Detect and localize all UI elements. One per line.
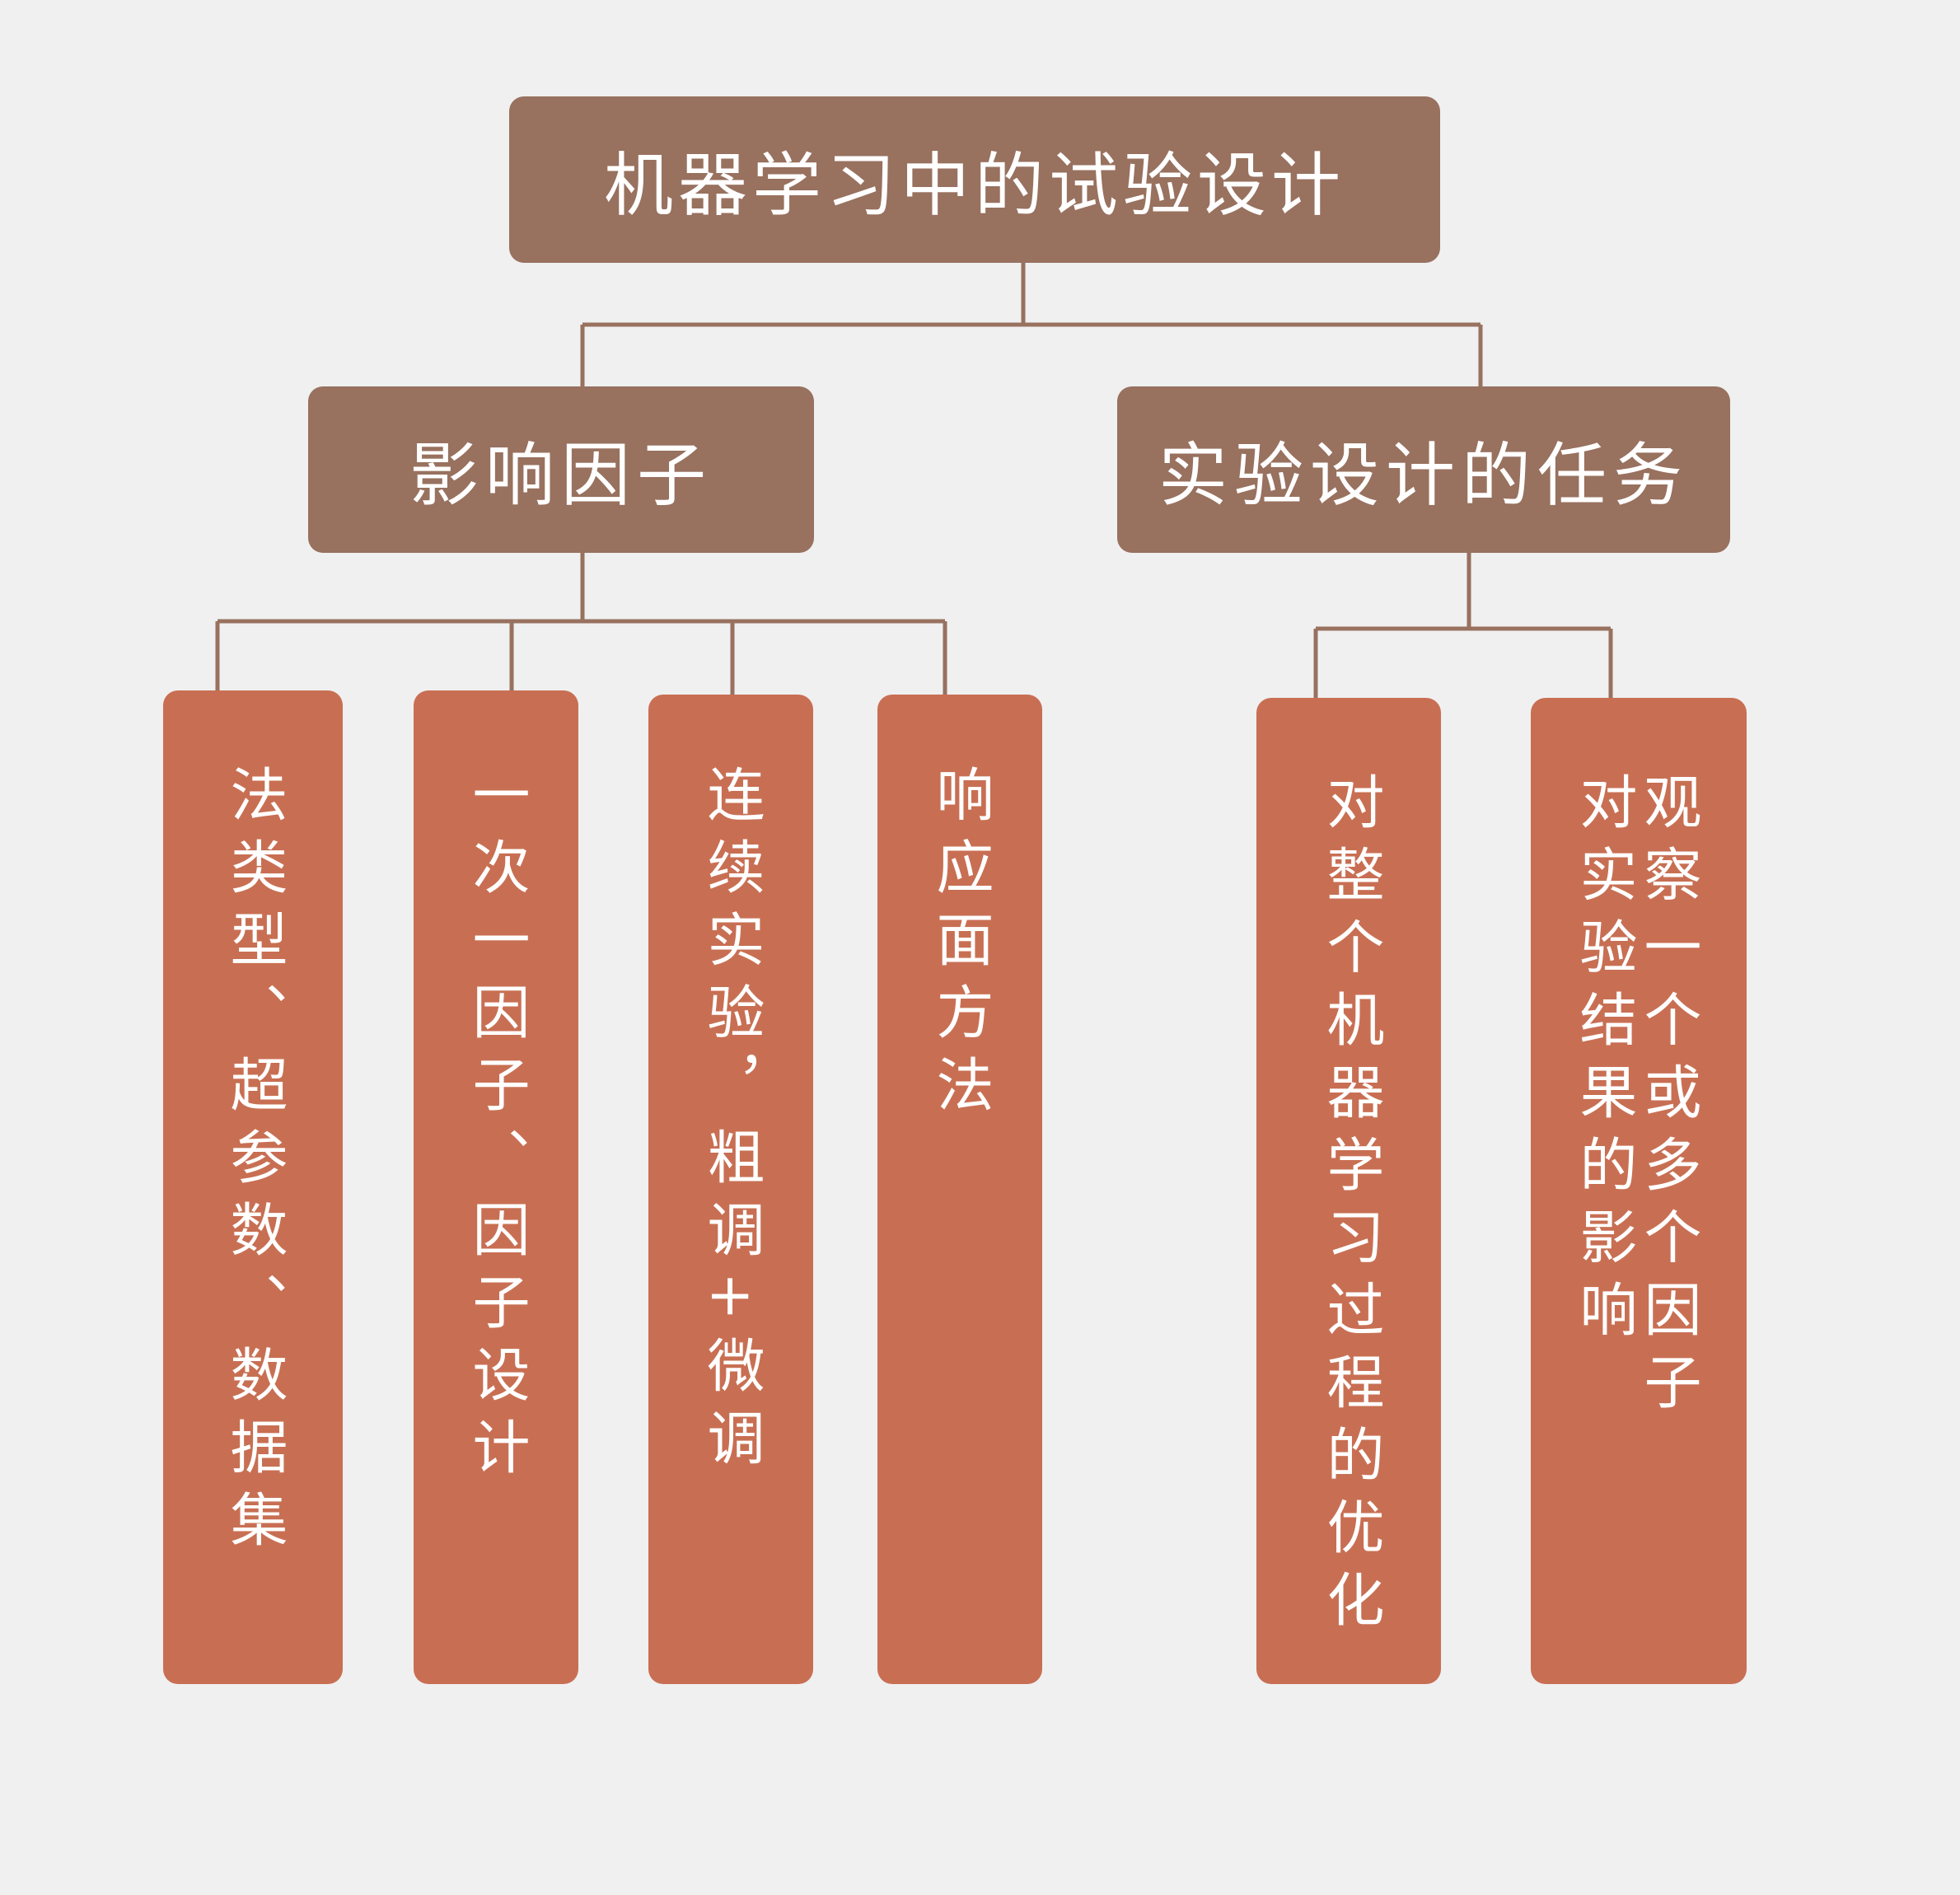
- branch-influence-factors: 影响因子: [308, 386, 814, 553]
- leaf-text: 法类型、超参数、数据集: [221, 765, 288, 1562]
- leaf-response-surface: 响应面方法: [877, 695, 1042, 1684]
- root-node: 机器学习中的试验设计: [509, 96, 1440, 263]
- leaf-text: 连续实验，粗调+微调: [698, 765, 765, 1481]
- connector-influence: [215, 553, 947, 702]
- leaf-text: 对整个机器学习过程的优化: [1317, 772, 1385, 1642]
- leaf-process-optimization: 对整个机器学习过程的优化: [1256, 698, 1441, 1684]
- leaf-factor-effects: 观察一个或多个因子 对实验结果的影响: [1531, 698, 1747, 1684]
- leaf-text: 观察一个或多个因子 对实验结果的影响: [1570, 772, 1702, 1425]
- leaf-continuous-experiments: 连续实验，粗调+微调: [648, 695, 813, 1684]
- root-title: 机器学习中的试验设计: [603, 144, 1345, 226]
- leaf-method-types: 法类型、超参数、数据集: [163, 690, 343, 1684]
- leaf-one-factor: 一次一因子、因子设计: [414, 690, 578, 1684]
- branch-experiment-tasks: 实验设计的任务: [1117, 386, 1730, 553]
- leaf-text: 响应面方法: [927, 765, 994, 1127]
- connector-root: [580, 263, 1483, 386]
- leaf-text: 一次一因子、因子设计: [463, 765, 531, 1490]
- branch-title: 影响因子: [409, 434, 713, 516]
- branch-title: 实验设计的任务: [1158, 434, 1689, 516]
- connector-tasks: [1313, 553, 1613, 698]
